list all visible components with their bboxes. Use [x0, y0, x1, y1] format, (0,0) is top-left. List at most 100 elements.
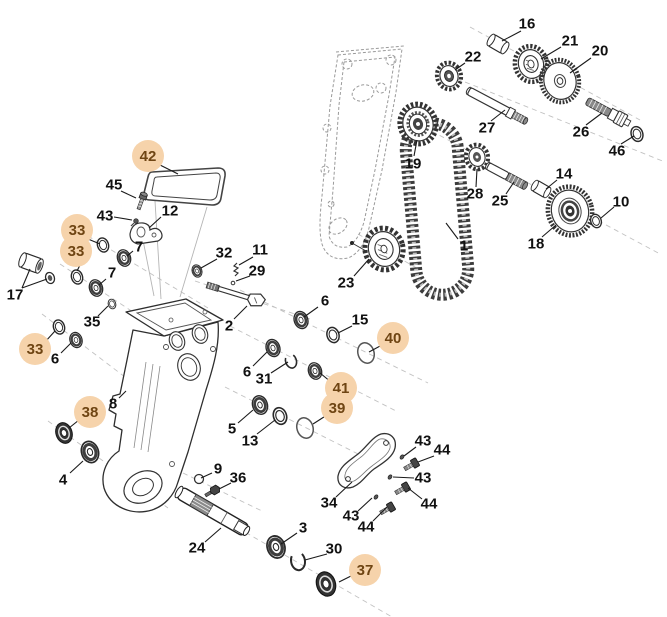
leader-line: [545, 179, 558, 190]
leader-line: [126, 250, 134, 257]
shim-40-drawing: [354, 339, 378, 367]
callout-6[interactable]: 6: [242, 363, 252, 381]
callout-44[interactable]: 44: [357, 518, 375, 536]
callout-26[interactable]: 26: [572, 123, 590, 141]
bearing-41-drawing: [305, 359, 325, 383]
leader-line: [87, 238, 101, 245]
callout-9[interactable]: 9: [213, 460, 223, 478]
callout-32[interactable]: 32: [215, 244, 233, 262]
callout-5[interactable]: 5: [227, 420, 237, 438]
leader-line: [159, 164, 179, 175]
shim-13-drawing: [270, 405, 290, 427]
callout-27[interactable]: 27: [478, 119, 496, 137]
callout-6[interactable]: 6: [50, 350, 60, 368]
callout-39[interactable]: 39: [321, 392, 353, 424]
bolt-44-set-drawing: [379, 457, 420, 516]
leader-line: [280, 532, 298, 545]
callout-43[interactable]: 43: [342, 507, 360, 525]
callout-20[interactable]: 20: [591, 42, 609, 60]
callout-10[interactable]: 10: [612, 193, 630, 211]
callout-45[interactable]: 45: [105, 176, 123, 194]
callout-7[interactable]: 7: [107, 264, 117, 282]
gear-21-drawing: [512, 43, 550, 85]
callout-36[interactable]: 36: [229, 469, 247, 487]
callout-14[interactable]: 14: [555, 165, 573, 183]
callout-2[interactable]: 2: [224, 317, 234, 335]
leader-line: [490, 109, 506, 122]
callout-43[interactable]: 43: [414, 469, 432, 487]
washer-10-drawing: [588, 212, 604, 230]
callout-7[interactable]: 7: [134, 238, 144, 256]
callout-40[interactable]: 40: [377, 322, 409, 354]
leader-line: [303, 306, 319, 318]
stud-26-drawing: [585, 97, 632, 128]
washer-17-drawing: [44, 271, 56, 285]
cover-plate-34-drawing: [337, 432, 396, 489]
leader-line: [204, 527, 222, 543]
callout-6[interactable]: 6: [320, 292, 330, 310]
callout-35[interactable]: 35: [83, 313, 101, 331]
seal-38-drawing: [52, 419, 76, 447]
callout-18[interactable]: 18: [527, 235, 545, 253]
selector-rod-2-drawing: [205, 281, 266, 307]
leader-line: [118, 390, 127, 399]
callout-17[interactable]: 17: [6, 286, 24, 304]
gasket-42-drawing: [143, 167, 226, 206]
ring-33-b-drawing: [68, 267, 86, 287]
callout-46[interactable]: 46: [608, 142, 626, 160]
callout-29[interactable]: 29: [248, 262, 266, 280]
leader-line: [353, 258, 370, 277]
callout-30[interactable]: 30: [325, 540, 343, 558]
callout-33[interactable]: 33: [60, 235, 92, 267]
leader-line: [620, 135, 635, 145]
leader-line: [69, 460, 84, 474]
leader-line: [569, 57, 592, 74]
callout-24[interactable]: 24: [188, 539, 206, 557]
screw-43-top-drawing: [130, 218, 139, 227]
callout-44[interactable]: 44: [420, 495, 438, 513]
leader-line: [113, 216, 133, 221]
callout-34[interactable]: 34: [320, 494, 338, 512]
callout-23[interactable]: 23: [337, 274, 355, 292]
callout-13[interactable]: 13: [241, 432, 259, 450]
callout-38[interactable]: 38: [74, 396, 106, 428]
callout-8[interactable]: 8: [108, 395, 118, 413]
gear-20-drawing: [538, 57, 582, 105]
leader-line: [337, 325, 353, 334]
callout-28[interactable]: 28: [466, 185, 484, 203]
spring-11-drawing: [232, 262, 240, 277]
callout-11[interactable]: 11: [252, 241, 268, 259]
callout-12[interactable]: 12: [161, 202, 179, 220]
callout-21[interactable]: 21: [561, 32, 579, 50]
leader-line: [252, 351, 268, 367]
bar-cover-outline-drawing: [319, 45, 405, 260]
callout-42[interactable]: 42: [132, 140, 164, 172]
callout-15[interactable]: 15: [351, 311, 369, 329]
callout-43[interactable]: 43: [414, 432, 432, 450]
screw-36-drawing: [204, 484, 221, 498]
callout-22[interactable]: 22: [464, 48, 482, 66]
gear-19-drawing: [397, 101, 439, 147]
gear-22-drawing: [434, 60, 464, 92]
leader-line: [505, 181, 515, 195]
callout-16[interactable]: 16: [518, 15, 536, 33]
callout-1[interactable]: 1: [459, 237, 469, 255]
callout-31[interactable]: 31: [255, 370, 273, 388]
callout-44[interactable]: 44: [433, 441, 451, 459]
callout-25[interactable]: 25: [491, 192, 509, 210]
leader-line: [256, 419, 276, 435]
callout-19[interactable]: 19: [404, 155, 422, 173]
callout-4[interactable]: 4: [58, 471, 68, 489]
callout-43[interactable]: 43: [96, 207, 114, 225]
callout-3[interactable]: 3: [298, 519, 308, 537]
collar-16-drawing: [484, 32, 512, 56]
leader-line: [270, 361, 289, 374]
leader-line: [335, 481, 353, 498]
leader-line: [540, 46, 562, 60]
callout-37[interactable]: 37: [349, 554, 381, 586]
callout-33[interactable]: 33: [19, 333, 51, 365]
washer-46-drawing: [628, 124, 646, 144]
gearbox-housing-drawing: [102, 298, 224, 513]
chain-drawing: [399, 117, 475, 301]
leader-line: [148, 216, 162, 229]
